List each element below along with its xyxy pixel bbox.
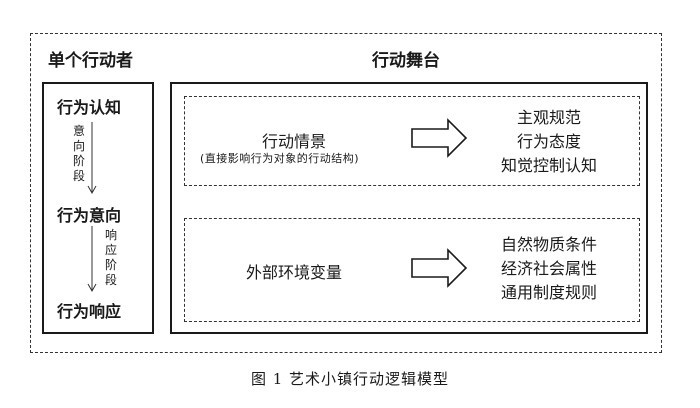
outer-frame	[30, 33, 662, 353]
stage-section-title: 行动舞台	[372, 51, 440, 71]
figure-caption: 图 1 艺术小镇行动逻辑模型	[250, 370, 450, 388]
actor-stage-response: 行为响应	[57, 302, 122, 321]
external-output: 经济社会属性	[500, 259, 597, 278]
external-box	[184, 218, 640, 322]
situation-output: 主观规范	[516, 108, 581, 127]
situation-label: 行动情景	[262, 132, 327, 151]
situation-box	[184, 96, 640, 186]
phase-intention: 意向阶段	[72, 124, 85, 183]
situation-outputs: 主观规范 行为态度 知觉控制认知	[474, 106, 624, 178]
situation-output: 知觉控制认知	[500, 156, 597, 175]
situation-sublabel: (直接影响行为对象的行动结构)	[200, 152, 360, 165]
stage-box	[170, 82, 648, 334]
actor-stage-intention: 行为意向	[57, 206, 122, 225]
external-label: 外部环境变量	[246, 263, 343, 282]
phase-response: 响应阶段	[104, 228, 117, 287]
external-output: 通用制度规则	[500, 283, 597, 302]
external-outputs: 自然物质条件 经济社会属性 通用制度规则	[474, 233, 624, 305]
actor-stage-cognition: 行为认知	[57, 98, 122, 117]
actor-box	[42, 82, 154, 334]
actor-section-title: 单个行动者	[48, 51, 133, 71]
situation-output: 行为态度	[516, 132, 581, 151]
external-output: 自然物质条件	[500, 235, 597, 254]
